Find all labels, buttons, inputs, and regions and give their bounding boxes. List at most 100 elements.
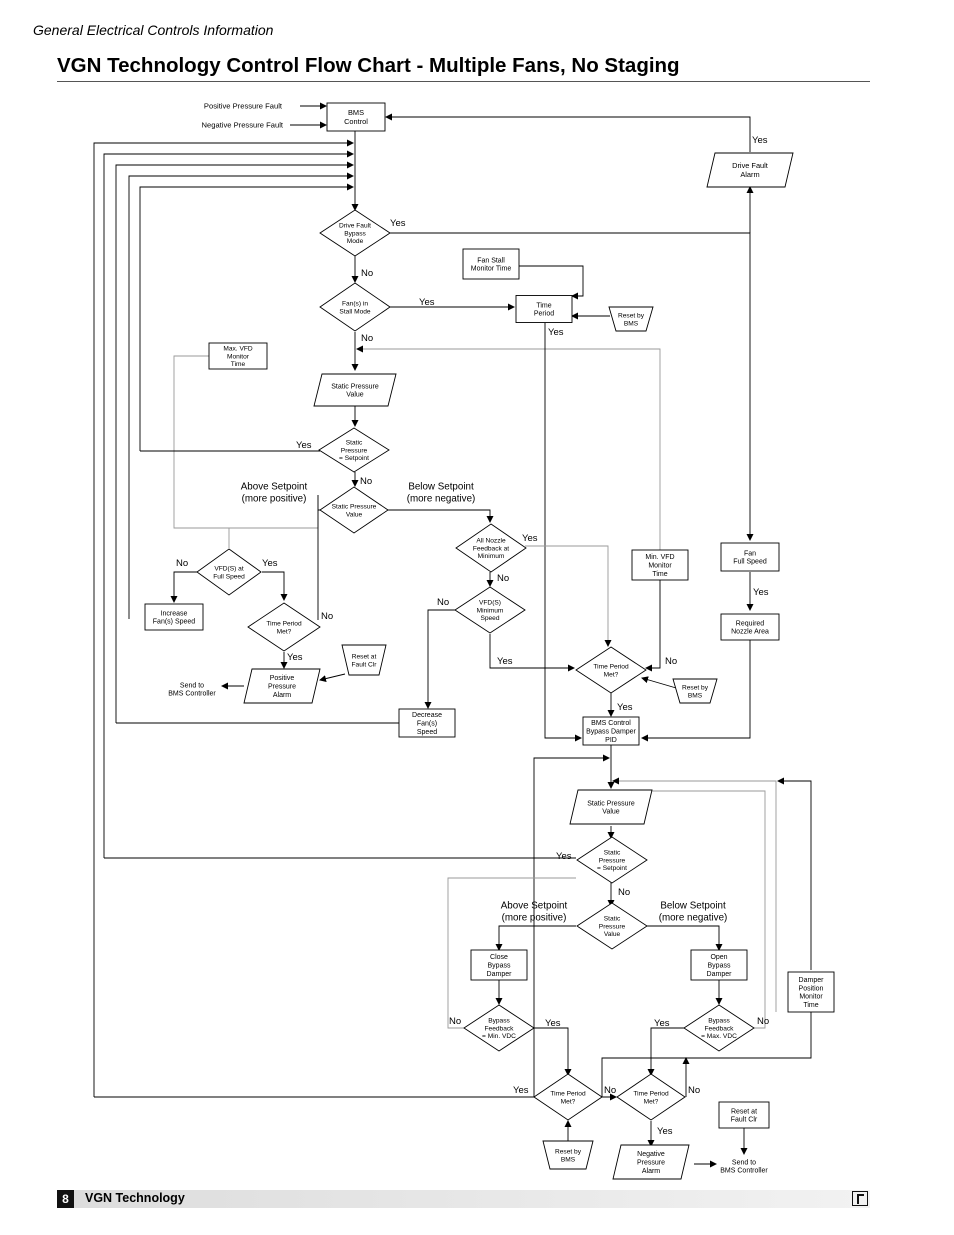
sp4-above <box>495 925 576 951</box>
fan-full-speed-box-label: Full Speed <box>733 559 767 566</box>
yes-time: Yes <box>548 327 564 338</box>
reset-fault-clr-2-box <box>718 1101 770 1129</box>
reset-by-bms-2-label: BMS <box>688 692 703 699</box>
time-period-met-2-label: Time Period <box>593 663 629 670</box>
yes-eq2: Yes <box>556 851 572 862</box>
static-pressure-value-2-label: Value <box>346 511 363 518</box>
bypass-feedback-min-decision <box>463 1004 535 1052</box>
min-vfd-monitor-time-box-label: Min. VFD <box>645 554 674 561</box>
reset-by-bms-1 <box>608 306 654 332</box>
damper-position-monitor-time-box-label: Time <box>803 1002 818 1009</box>
no-eq2: No <box>618 887 630 898</box>
time-period-met-3-label: Met? <box>561 1098 576 1105</box>
fan-stall-monitor-time-box-label: Fan Stall <box>477 257 505 264</box>
static-pressure-value-2-label: Static Pressure <box>332 503 377 510</box>
send-to-bms-2-label: Send to <box>732 1159 756 1166</box>
max-vfd-monitor-time-box-label: Monitor <box>227 353 250 360</box>
static-pressure-value-4-label: Value <box>604 931 621 938</box>
nozzle-feedback-decision-label: All Nozzle <box>476 537 506 544</box>
bypass-feedback-max-decision-label: Feedback <box>705 1025 735 1032</box>
reset-fault-clr-1 <box>341 644 387 676</box>
input-positive-pressure-fault-label: Positive Pressure Fault <box>204 102 283 111</box>
static-pressure-setpoint-2-label: = Setpoint <box>597 865 627 872</box>
below-setpoint-label-1-label: Below Setpoint <box>408 482 474 493</box>
no-vfd: No <box>176 558 188 569</box>
static-pressure-value-4 <box>576 902 648 950</box>
decrease-fan-speed-box-label: Fan(s) <box>417 720 437 727</box>
negative-pressure-alarm-label: Alarm <box>642 1168 660 1175</box>
bypass-feedback-max-decision-label: = Max. VDC <box>701 1033 737 1040</box>
required-nozzle-area-box <box>720 613 780 641</box>
yes-tpm1: Yes <box>287 652 303 663</box>
static-pressure-setpoint-1-label: Pressure <box>341 447 368 454</box>
input-negative-pressure-fault-label: Negative Pressure Fault <box>202 121 284 130</box>
drive-fault-bypass-decision <box>319 209 391 257</box>
send-to-bms-1-label: BMS Controller <box>168 691 216 698</box>
no-nozzle: No <box>497 573 509 584</box>
bypass-feedback-min-decision-label: = Min. VDC <box>482 1033 516 1040</box>
fans-in-stall-decision <box>319 282 391 332</box>
static-pressure-value-3-label: Static Pressure <box>587 800 635 807</box>
yes-stall: Yes <box>419 297 435 308</box>
vfd-minimum-speed-decision <box>454 586 526 634</box>
reset-fault1-line <box>319 673 346 683</box>
rail-b <box>103 150 354 858</box>
page-title: VGN Technology Control Flow Chart - Mult… <box>57 54 680 77</box>
static-pressure-setpoint-2 <box>576 836 648 884</box>
bypass-feedback-min-decision-label: Bypass <box>488 1017 510 1024</box>
minvfd-to-tpm <box>645 580 661 672</box>
vfd-full-speed-decision <box>196 548 262 596</box>
time-period-box <box>515 295 573 323</box>
fan-full-speed-box <box>720 542 780 572</box>
rail-d <box>128 172 354 619</box>
reset-by-bms-1-label: Reset by <box>618 312 645 319</box>
vfd-minimum-speed-decision-label: Minimum <box>477 607 504 614</box>
static-pressure-setpoint-1-label: = Setpoint <box>339 455 369 462</box>
rail-c <box>115 161 354 723</box>
bms-bypass-damper-pid-box-label: BMS Control <box>591 720 631 727</box>
static-pressure-setpoint-1 <box>318 427 390 473</box>
close-bypass-damper-box-label: Close <box>490 954 508 961</box>
footer-bar <box>57 1190 870 1208</box>
time-period-met-4-label: Met? <box>644 1098 659 1105</box>
time-period-box-label: Period <box>534 311 554 318</box>
damper-up <box>777 777 812 970</box>
bms-bypass-damper-pid-box <box>582 716 640 746</box>
bms-control-box <box>326 102 386 132</box>
static-pressure-setpoint-1-label: Static <box>346 439 363 446</box>
increase-fan-speed-box-label: Fan(s) Speed <box>153 619 196 626</box>
min-vfd-monitor-time-box <box>631 549 689 581</box>
damper-position-monitor-time-box-label: Monitor <box>799 994 823 1001</box>
no-min: No <box>449 1016 461 1027</box>
yes-min: Yes <box>545 1018 561 1029</box>
above-setpoint-label-1-label: (more positive) <box>242 493 307 504</box>
reset-fault-clr-2-box-label: Fault Clr <box>731 1117 758 1124</box>
loop-b-top <box>612 777 777 1012</box>
dfb-yes <box>390 232 754 541</box>
below-setpoint-label-1-label: (more negative) <box>407 493 476 504</box>
above-setpoint-label-2-label: Above Setpoint <box>501 901 568 912</box>
yes-vfd: Yes <box>262 558 278 569</box>
time-period-met-4 <box>616 1073 686 1121</box>
open-bypass-damper-box-label: Bypass <box>708 962 731 969</box>
bypass-feedback-max-decision <box>683 1004 755 1052</box>
below-setpoint-label-2-label: Below Setpoint <box>660 901 726 912</box>
positive-pressure-alarm-label: Positive <box>270 675 295 682</box>
maxvfd-grey <box>173 355 230 548</box>
time-period-box-label: Time <box>536 302 551 309</box>
decrease-fan-speed-box <box>398 708 456 738</box>
drive-fault-alarm-label: Alarm <box>740 170 759 179</box>
drive-fault-bypass-decision-label: Bypass <box>344 230 366 237</box>
above-setpoint-label-2-label: (more positive) <box>502 912 567 923</box>
min-no <box>447 877 576 1029</box>
static-pressure-value-1-label: Value <box>346 392 363 399</box>
rail-a <box>93 139 354 1097</box>
damper-loop <box>601 1012 812 1101</box>
alarm-to-bms <box>385 113 751 152</box>
no-tpm2: No <box>665 656 677 667</box>
sp4-below <box>646 925 723 951</box>
drive-fault-alarm-label: Drive Fault <box>732 161 768 170</box>
reset-fault-clr-1-label: Reset at <box>352 653 377 660</box>
vfd-minimum-speed-decision-label: VFD(S) <box>479 599 501 606</box>
min-yes <box>534 1027 572 1076</box>
